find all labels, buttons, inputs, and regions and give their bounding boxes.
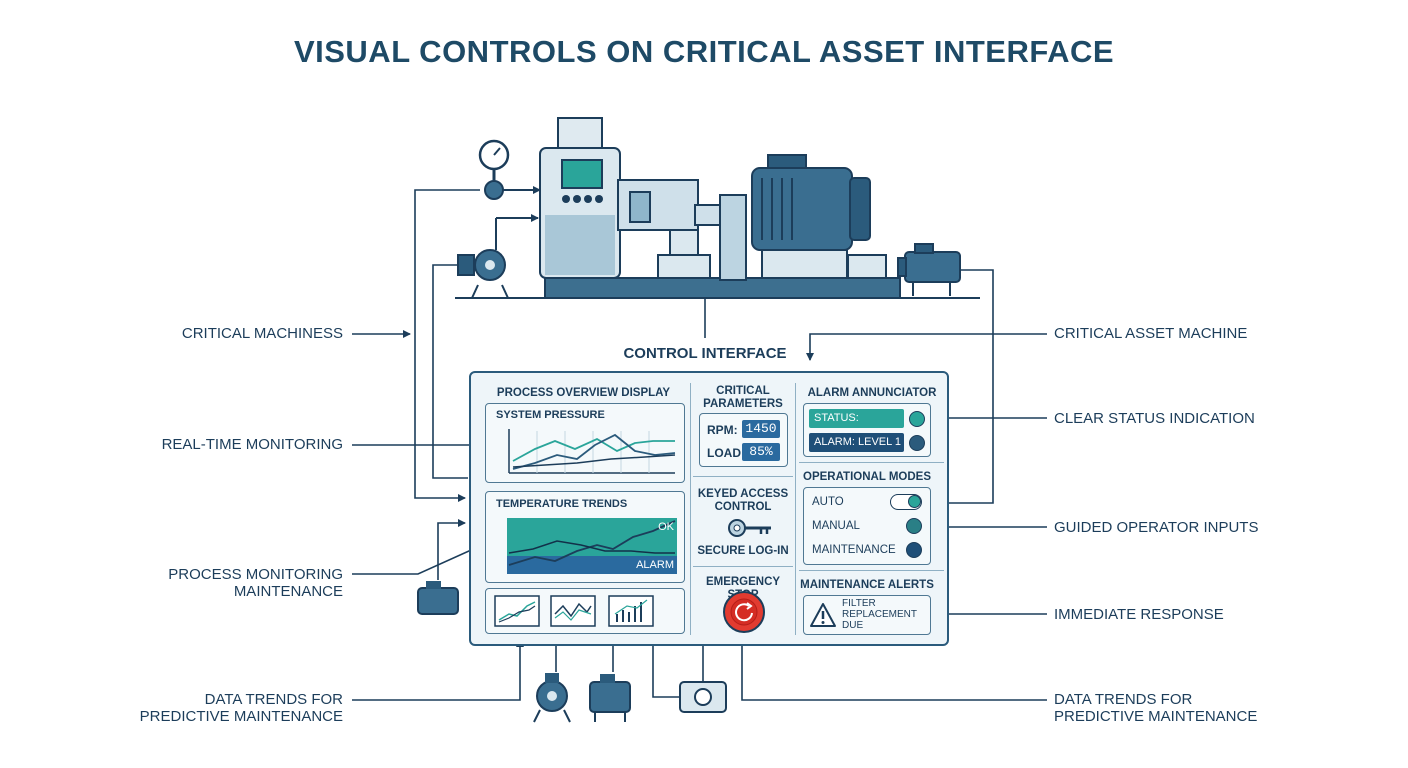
reset-arrow-icon	[746, 602, 753, 610]
alert-line-1: FILTER	[842, 598, 876, 609]
load-label: LOAD:	[707, 446, 745, 460]
maintenance-alert-box[interactable]: FILTER REPLACEMENT DUE	[803, 595, 931, 635]
mode-auto-label: AUTO	[812, 496, 844, 508]
label-critical-asset-machine: CRITICAL ASSET MACHINE	[1054, 325, 1248, 342]
temperature-trends-label: TEMPERATURE TRENDS	[496, 498, 628, 510]
secure-login-label: SECURE LOG-IN	[697, 545, 789, 557]
mode-maintenance-radio[interactable]	[906, 542, 922, 558]
machinery-illustration	[417, 117, 980, 723]
label-process-monitoring: PROCESS MONITORING	[168, 566, 343, 583]
system-pressure-chart[interactable]: SYSTEM PRESSURE	[485, 403, 685, 483]
pump-flange-icon	[557, 117, 603, 151]
control-interface-panel: PROCESS OVERVIEW DISPLAY SYSTEM PRESSURE…	[469, 371, 949, 646]
divider	[690, 383, 691, 635]
process-overview-title: PROCESS OVERVIEW DISPLAY	[496, 387, 671, 399]
label-immediate-response: IMMEDIATE RESPONSE	[1054, 606, 1224, 623]
label-clear-status-indication: CLEAR STATUS INDICATION	[1054, 410, 1255, 427]
divider	[795, 383, 796, 635]
side-motor-icon	[417, 587, 459, 615]
pressure-trend-graph	[508, 429, 676, 474]
mode-auto-toggle[interactable]	[890, 494, 922, 510]
warning-icon	[810, 603, 836, 627]
key-icon[interactable]	[725, 515, 775, 541]
label-data-trends-right: DATA TRENDS FOR	[1054, 691, 1193, 708]
status-normal-indicator: STATUS: NORMAL	[809, 409, 904, 443]
temperature-trend-graph	[507, 518, 677, 574]
status-normal-light	[909, 411, 925, 427]
maintenance-alerts-title: MAINTENANCE ALERTS	[800, 579, 934, 591]
emergency-stop-button[interactable]	[721, 589, 767, 635]
label-critical-machiness: CRITICAL MACHINESS	[181, 325, 343, 342]
page-title: VISUAL CONTROLS ON CRITICAL ASSET INTERF…	[293, 34, 1115, 69]
mode-manual-label: MANUAL	[812, 520, 860, 532]
rpm-value: 1450	[742, 420, 780, 438]
label-predictive-maintenance-right: PREDICTIVE MAINTENANCE	[1054, 708, 1258, 725]
keyed-access-title-1: KEYED ACCESS	[697, 488, 789, 500]
operational-modes-box: AUTO MANUAL MAINTENANCE	[803, 487, 931, 565]
small-motor-icon	[904, 251, 961, 283]
rpm-label: RPM:	[707, 423, 738, 437]
alarm-level-light	[909, 435, 925, 451]
system-pressure-label: SYSTEM PRESSURE	[496, 409, 605, 421]
keyed-access-title-2: CONTROL	[714, 501, 772, 513]
label-process-monitoring-maintenance: MAINTENANCE	[233, 583, 343, 600]
mode-maintenance-label: MAINTENANCE	[812, 544, 896, 556]
label-predictive-maintenance-left: PREDICTIVE MAINTENANCE	[139, 708, 343, 725]
alert-line-3: DUE	[842, 620, 864, 631]
critical-parameters-title-2: PARAMETERS	[703, 398, 783, 410]
mode-manual-radio[interactable]	[906, 518, 922, 534]
maintenance-alert-text: FILTER REPLACEMENT DUE	[842, 598, 917, 631]
trend-thumbnails	[485, 588, 685, 634]
alarm-zone-label: ALARM	[636, 559, 674, 571]
label-guided-operator-inputs: GUIDED OPERATOR INPUTS	[1054, 519, 1259, 536]
operational-modes-title: OPERATIONAL MODES	[803, 471, 931, 483]
label-data-trends-left: DATA TRENDS FOR	[204, 691, 343, 708]
label-real-time-monitoring: REAL-TIME MONITORING	[161, 436, 343, 453]
alarm-annunciator-box: STATUS: NORMAL ALARM: LEVEL 1	[803, 403, 931, 457]
alarm-level-indicator: ALARM: LEVEL 1	[809, 433, 904, 452]
ok-zone-label: OK	[658, 521, 674, 533]
bar-chart-icon	[608, 595, 654, 627]
trend-thumbnail-icons	[494, 595, 654, 627]
critical-parameters-box: RPM: 1450 LOAD: 85%	[699, 413, 788, 467]
bottom-motor-icon	[589, 681, 631, 713]
alert-line-2: REPLACEMENT	[842, 609, 918, 620]
alarm-annunciator-title: ALARM ANNUNCIATOR	[807, 387, 937, 399]
critical-parameters-title-1: CRITICAL	[716, 385, 770, 397]
temperature-trends-chart[interactable]: TEMPERATURE TRENDS OK ALARM	[485, 491, 685, 583]
motor-icon	[751, 167, 853, 251]
load-value: 85%	[742, 443, 780, 461]
control-interface-title: CONTROL INTERFACE	[623, 345, 787, 362]
